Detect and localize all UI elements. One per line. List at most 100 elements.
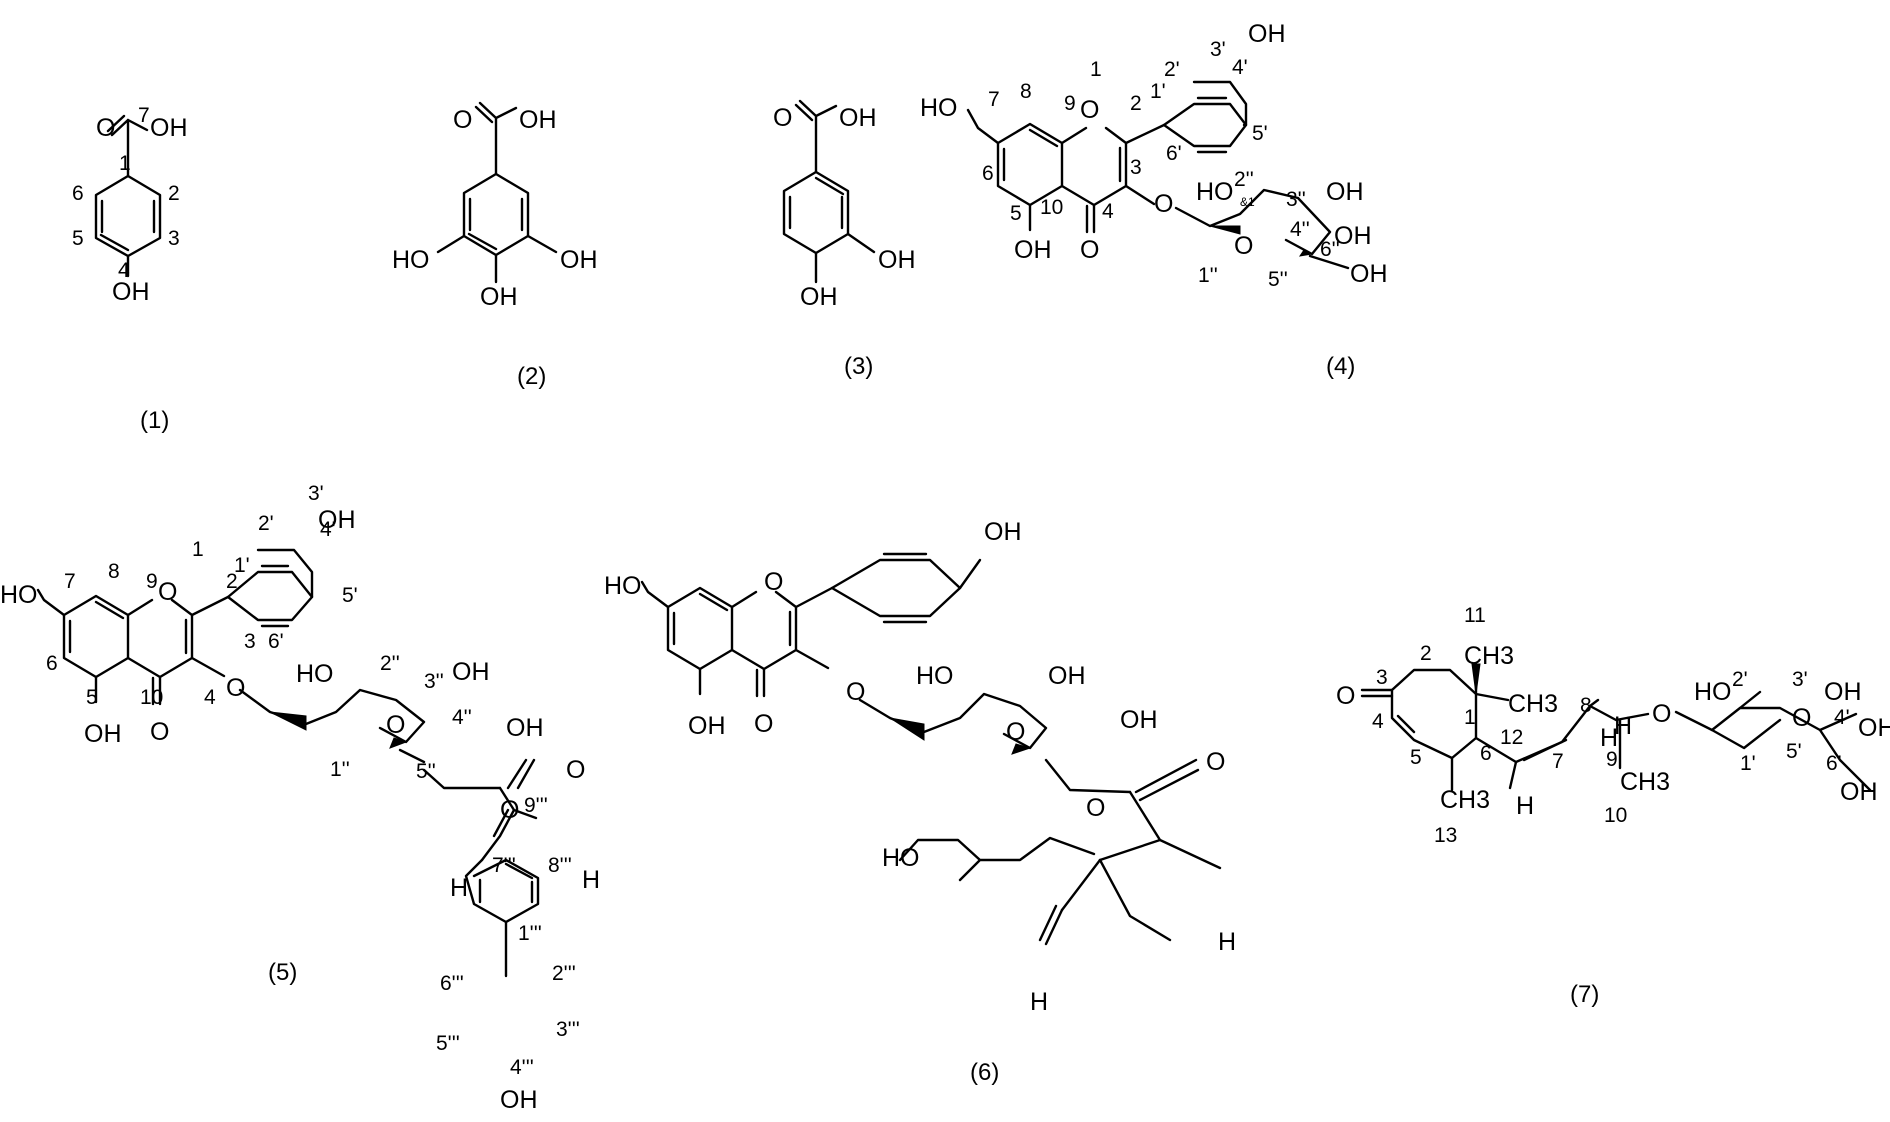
atom-c4-o-glycosidic: O <box>1154 190 1173 218</box>
num-c7-12: 12 <box>1500 726 1523 749</box>
atom-c3-oh-para: OH <box>800 283 838 311</box>
num-c5-6ppp: 6''' <box>440 972 464 995</box>
atom-c5-ho-7: HO <box>0 581 38 609</box>
atom-c5-oh-5: OH <box>84 720 122 748</box>
num-c7-2: 2 <box>1420 642 1432 665</box>
atom-c6-ho-phenyl: HO <box>882 844 920 872</box>
atom-c6-o-ester: O <box>1086 794 1105 822</box>
num-c5-1ppp: 1''' <box>518 922 542 945</box>
atom-c2-oh-right: OH <box>560 246 598 274</box>
atom-c4-o-carbonyl: O <box>1080 236 1099 264</box>
compound-2: O OH HO OH OH (2) <box>392 101 598 390</box>
num-c4-5: 5 <box>1010 202 1022 225</box>
num-c1-3: 3 <box>168 227 180 250</box>
num-c4-2: 2 <box>1130 92 1142 115</box>
atom-c1-oh-4: OH <box>112 278 150 306</box>
num-c4-3pp: 3'' <box>1286 188 1306 211</box>
atom-c4-oh-5: OH <box>1014 236 1052 264</box>
num-c5-5ppp: 5''' <box>436 1032 460 1055</box>
caption-compound-2: (2) <box>517 363 546 390</box>
num-c4-stereo: &1 <box>1240 195 1255 209</box>
num-c5-5: 5 <box>86 686 98 709</box>
num-c7-13: 13 <box>1434 824 1457 847</box>
atom-c2-oh-bottom: OH <box>480 283 518 311</box>
num-c4-1: 1 <box>1090 58 1102 81</box>
num-c4-4p: 4' <box>1232 56 1248 79</box>
num-c4-4pp: 4'' <box>1290 218 1310 241</box>
num-c5-1pp: 1'' <box>330 758 350 781</box>
num-c7-5: 5 <box>1410 746 1422 769</box>
num-c4-3p: 3' <box>1210 38 1226 61</box>
atom-c3-oh-acid: OH <box>839 104 877 132</box>
atom-c7-o-sugar-ring: O <box>1792 704 1811 732</box>
num-c5-1: 1 <box>192 538 204 561</box>
caption-compound-1: (1) <box>140 407 169 434</box>
atom-c7-o-ketone: O <box>1336 682 1355 710</box>
atom-c7-ho-2p: HO <box>1694 678 1732 706</box>
num-c1-2: 2 <box>168 182 180 205</box>
num-c1-6: 6 <box>72 182 84 205</box>
num-c1-7: 7 <box>138 104 150 127</box>
atom-c4-oh-3pp: OH <box>1326 178 1364 206</box>
compound-6: HO O OH O OH O HO OH OH O O O HO H H (6) <box>604 518 1236 1086</box>
atom-c6-h-alpha: H <box>1218 928 1236 956</box>
atom-c2-oh-acid: OH <box>519 106 557 134</box>
num-c5-2p: 2' <box>258 512 274 535</box>
num-c4-5p: 5' <box>1252 122 1268 145</box>
atom-c6-o-ester-carbonyl: O <box>1206 748 1225 776</box>
num-c7-3p: 3' <box>1792 668 1808 691</box>
atom-c4-oh-4p: OH <box>1248 20 1286 48</box>
num-c5-7: 7 <box>64 570 76 593</box>
atom-c6-o-sugar-ring: O <box>1006 718 1025 746</box>
atom-c2-o-carbonyl: O <box>453 106 472 134</box>
atom-c3-oh-meta: OH <box>878 246 916 274</box>
num-c5-1p: 1' <box>234 554 250 577</box>
num-c4-3: 3 <box>1130 156 1142 179</box>
compound-1: O OH OH 7 1 2 3 4 5 6 (1) <box>72 104 188 434</box>
num-c7-3: 3 <box>1376 666 1388 689</box>
atom-c7-h-7: H <box>1516 792 1534 820</box>
num-c7-11: 11 <box>1464 604 1486 627</box>
atom-c4-o-sugar-ring: O <box>1234 232 1253 260</box>
atom-c5-ho-2pp: HO <box>296 660 334 688</box>
num-c7-2p: 2' <box>1732 668 1748 691</box>
atom-c5-oh-4pp: OH <box>506 714 544 742</box>
num-c7-10: 10 <box>1604 804 1627 827</box>
atom-c7-h-9: H <box>1614 712 1632 740</box>
atom-c6-oh-4pp: OH <box>1120 706 1158 734</box>
atom-c6-ho-7: HO <box>604 572 642 600</box>
compound-7: O CH3 CH3 H H H CH3 CH3 O HO OH OH O OH … <box>1336 604 1890 1008</box>
atom-c6-o-carbonyl: O <box>754 710 773 738</box>
num-c4-2pp: 2'' <box>1234 168 1254 191</box>
atom-c7-ch3-12: CH3 <box>1508 690 1558 718</box>
atom-c7-oh-3p: OH <box>1824 678 1862 706</box>
atom-c3-o-carbonyl: O <box>773 104 792 132</box>
num-c5-8: 8 <box>108 560 120 583</box>
atom-c4-oh-4pp: OH <box>1334 222 1372 250</box>
num-c7-6p: 6' <box>1826 752 1842 775</box>
num-c7-6: 6 <box>1480 742 1492 765</box>
num-c5-3p: 3' <box>308 482 324 505</box>
num-c4-7: 7 <box>988 88 1000 111</box>
num-c1-1: 1 <box>119 152 131 175</box>
num-c5-8ppp: 8''' <box>548 854 572 877</box>
num-c4-6: 6 <box>982 162 994 185</box>
num-c4-9: 9 <box>1064 92 1076 115</box>
num-c5-5pp: 5'' <box>416 760 436 783</box>
num-c5-2ppp: 2''' <box>552 962 576 985</box>
atom-c5-oh-4ppp: OH <box>500 1086 538 1114</box>
atom-c6-oh-3pp: OH <box>1048 662 1086 690</box>
atom-c1-oh-acid: OH <box>150 114 188 142</box>
caption-compound-6: (6) <box>970 1059 999 1086</box>
num-c5-2pp: 2'' <box>380 652 400 675</box>
atom-c1-o-carbonyl: O <box>96 114 115 142</box>
num-c4-8: 8 <box>1020 80 1032 103</box>
compound-5: HO O OH O OH O HO OH OH O O O H H OH 7 8… <box>0 482 600 1114</box>
atom-c6-o-glycosidic: O <box>846 678 865 706</box>
num-c7-9: 9 <box>1606 748 1618 771</box>
num-c5-4pp: 4'' <box>452 706 472 729</box>
num-c5-3: 3 <box>244 630 256 653</box>
num-c4-4: 4 <box>1102 200 1114 223</box>
atom-c7-oh-6p: OH <box>1840 778 1878 806</box>
